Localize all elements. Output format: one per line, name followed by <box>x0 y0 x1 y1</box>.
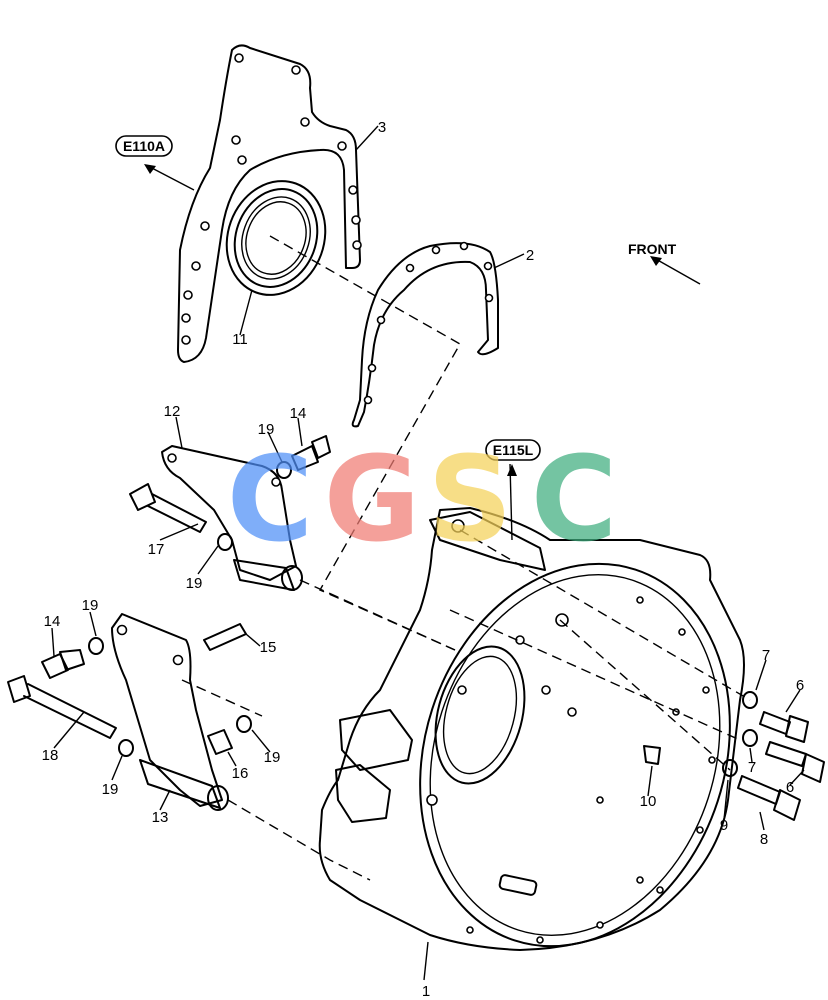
callout-13: 13 <box>152 809 169 826</box>
watermark-letter-s: S <box>428 430 513 568</box>
bolt-6-upper <box>759 711 809 743</box>
leader-lines <box>51 125 805 981</box>
callout-3: 3 <box>378 119 386 136</box>
callout-10: 10 <box>640 793 657 810</box>
callout-12: 12 <box>164 403 181 420</box>
callout-18: 18 <box>42 747 59 764</box>
reference-text-e115l: E115L <box>493 442 534 458</box>
bolt-17 <box>129 483 207 533</box>
callout-19a: 19 <box>258 421 275 438</box>
callouts: 1 2 3 6 6 7 7 8 9 10 11 12 13 14 14 15 1… <box>42 119 805 1000</box>
callout-19e: 19 <box>102 781 119 798</box>
bolt-10 <box>643 745 661 765</box>
bolt-8 <box>737 775 801 821</box>
reference-label-e110a: E110A <box>115 135 173 157</box>
callout-2: 2 <box>526 247 534 264</box>
oil-seal <box>225 180 327 296</box>
watermark-letter-c1: C <box>227 430 314 568</box>
housing-gasket <box>351 241 499 428</box>
rear-plate-gasket <box>177 44 362 363</box>
bolt-14-upper <box>291 435 331 471</box>
callout-19b: 19 <box>186 575 203 592</box>
callout-7a: 7 <box>762 647 770 664</box>
upper-bracket <box>161 445 303 591</box>
callout-7b: 7 <box>748 759 756 776</box>
bolt-6-lower <box>765 741 825 783</box>
callout-14b: 14 <box>44 613 61 630</box>
callout-15: 15 <box>260 639 277 656</box>
callout-6b: 6 <box>786 779 794 796</box>
washers <box>88 461 758 777</box>
bolt-18 <box>7 675 117 739</box>
bolt-14-lower <box>41 649 85 679</box>
callout-8: 8 <box>760 831 768 848</box>
alignment-lines <box>181 235 751 881</box>
watermark-letter-c2: C <box>531 430 618 568</box>
callout-14a: 14 <box>290 405 307 422</box>
arrowheads <box>144 164 662 476</box>
watermark-letter-g: G <box>324 430 421 568</box>
callout-16: 16 <box>232 765 249 782</box>
flywheel-housing <box>318 507 745 951</box>
callout-11: 11 <box>232 331 248 348</box>
lower-bracket <box>111 613 229 811</box>
nut-16 <box>207 729 233 755</box>
front-label: FRONT <box>628 241 677 257</box>
callout-19d: 19 <box>264 749 281 766</box>
callout-1: 1 <box>422 983 430 1000</box>
callout-17: 17 <box>148 541 165 558</box>
watermark: C G S C <box>227 430 618 568</box>
reference-text-e110a: E110A <box>123 138 165 154</box>
callout-19c: 19 <box>82 597 99 614</box>
callout-9: 9 <box>720 817 728 834</box>
reference-label-e115l: E115L <box>485 439 541 461</box>
callout-6a: 6 <box>796 677 804 694</box>
stud-15 <box>203 623 247 651</box>
